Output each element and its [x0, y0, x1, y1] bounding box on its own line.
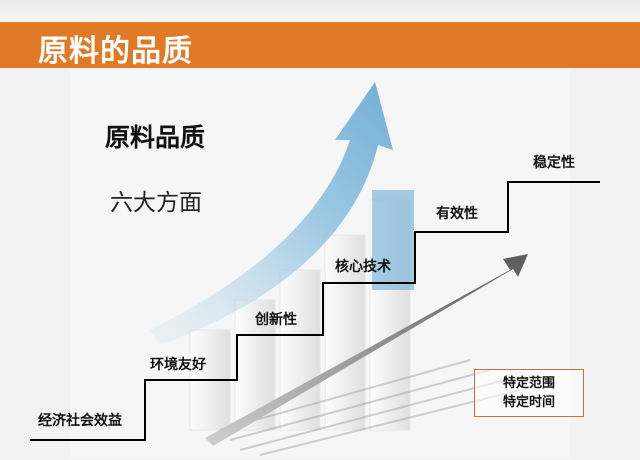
step-label-stability: 稳定性: [533, 155, 575, 171]
slide-title: 原料的品质: [38, 34, 193, 69]
blue-growth-arrow: [150, 82, 393, 345]
step-label-effectiveness: 有效性: [436, 206, 478, 222]
note-line-time: 特定时间: [502, 395, 555, 410]
step-label-environment: 环境友好: [150, 357, 206, 373]
scope-note-box: 特定范围 特定时间: [474, 369, 584, 417]
step-label-core-tech: 核心技术: [335, 259, 391, 275]
background-illustration: [30, 70, 600, 458]
staircase-line: [30, 181, 600, 441]
step-label-innovation: 创新性: [255, 312, 297, 328]
title-bar: 原料的品质: [0, 22, 640, 69]
blue-block: [372, 190, 414, 290]
note-line-scope: 特定范围: [502, 376, 555, 391]
top-strip: [0, 0, 640, 22]
section-subheading: 六大方面: [110, 190, 202, 216]
grey-trend-arrow: [205, 254, 528, 446]
section-heading: 原料品质: [105, 123, 206, 152]
step-label-economic-social: 经济社会效益: [38, 413, 122, 429]
